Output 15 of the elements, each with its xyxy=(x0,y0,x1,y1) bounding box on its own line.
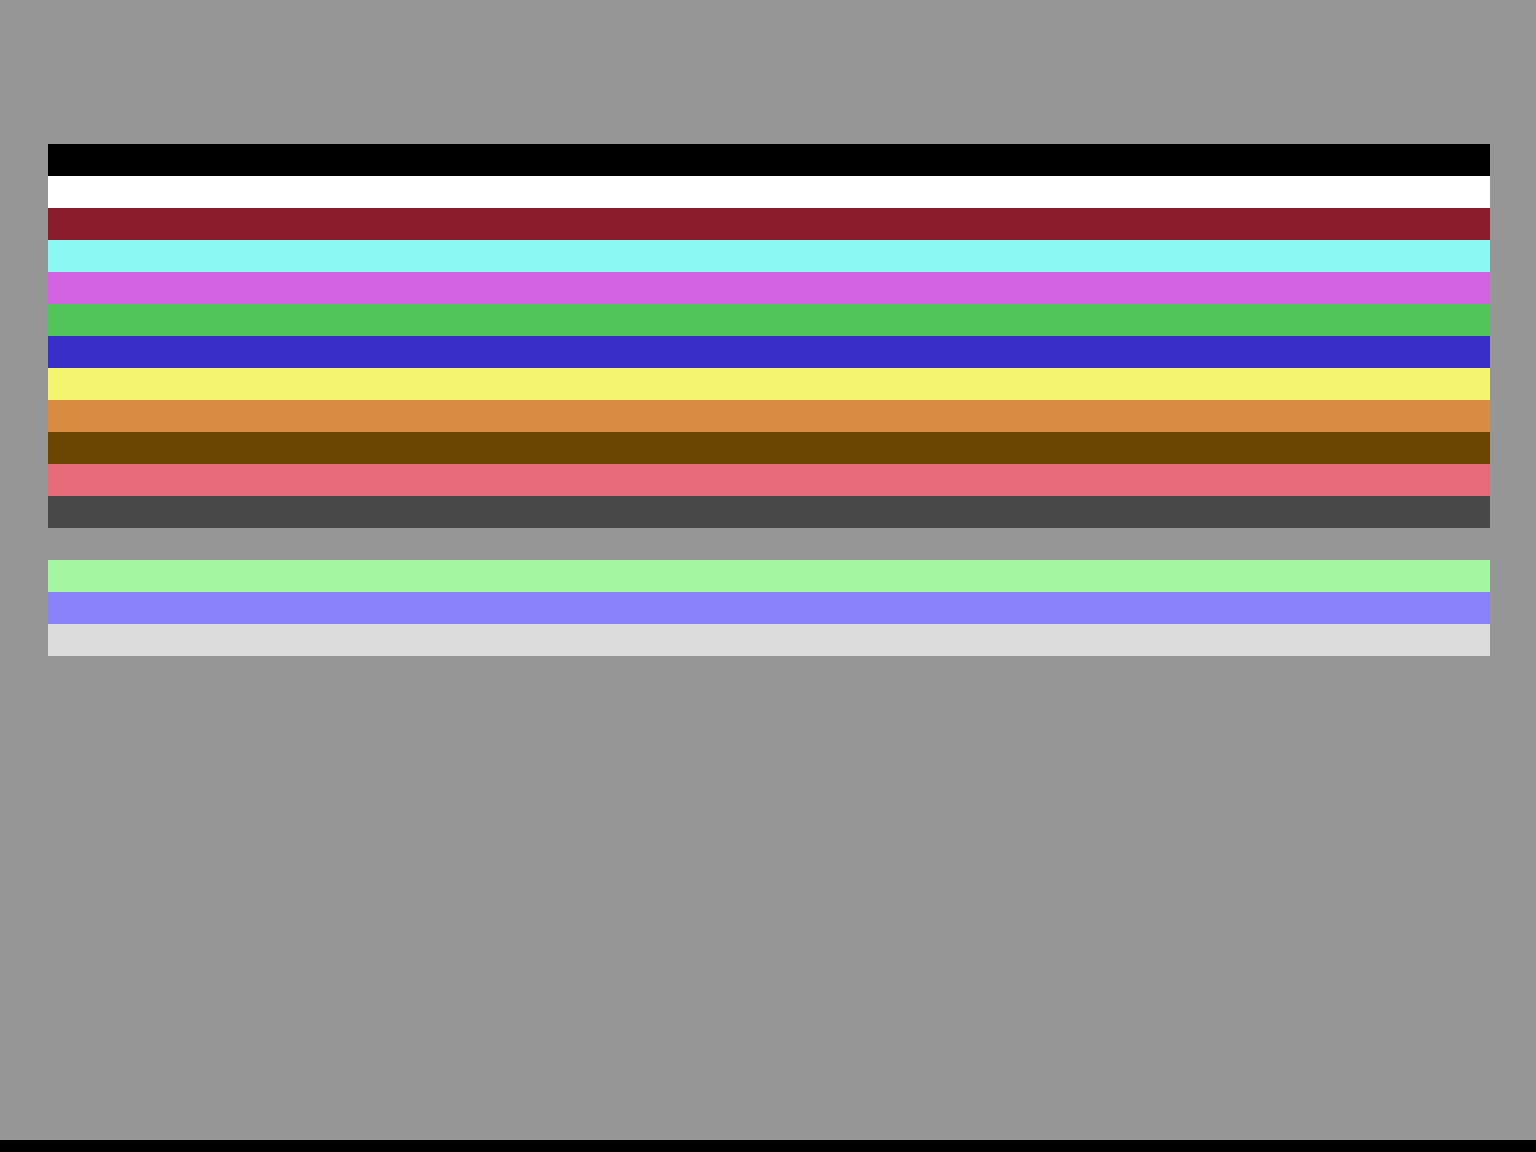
color-bar xyxy=(48,208,1490,240)
color-bar xyxy=(48,240,1490,272)
color-bar xyxy=(48,176,1490,208)
color-bar xyxy=(48,560,1490,592)
color-bar xyxy=(48,400,1490,432)
color-bar xyxy=(48,336,1490,368)
color-bar xyxy=(48,624,1490,656)
color-bar xyxy=(48,592,1490,624)
color-bar xyxy=(48,304,1490,336)
color-bar xyxy=(48,368,1490,400)
color-bar xyxy=(48,272,1490,304)
color-bar xyxy=(48,144,1490,176)
color-bar xyxy=(48,496,1490,528)
color-bar xyxy=(48,432,1490,464)
color-bar xyxy=(48,464,1490,496)
